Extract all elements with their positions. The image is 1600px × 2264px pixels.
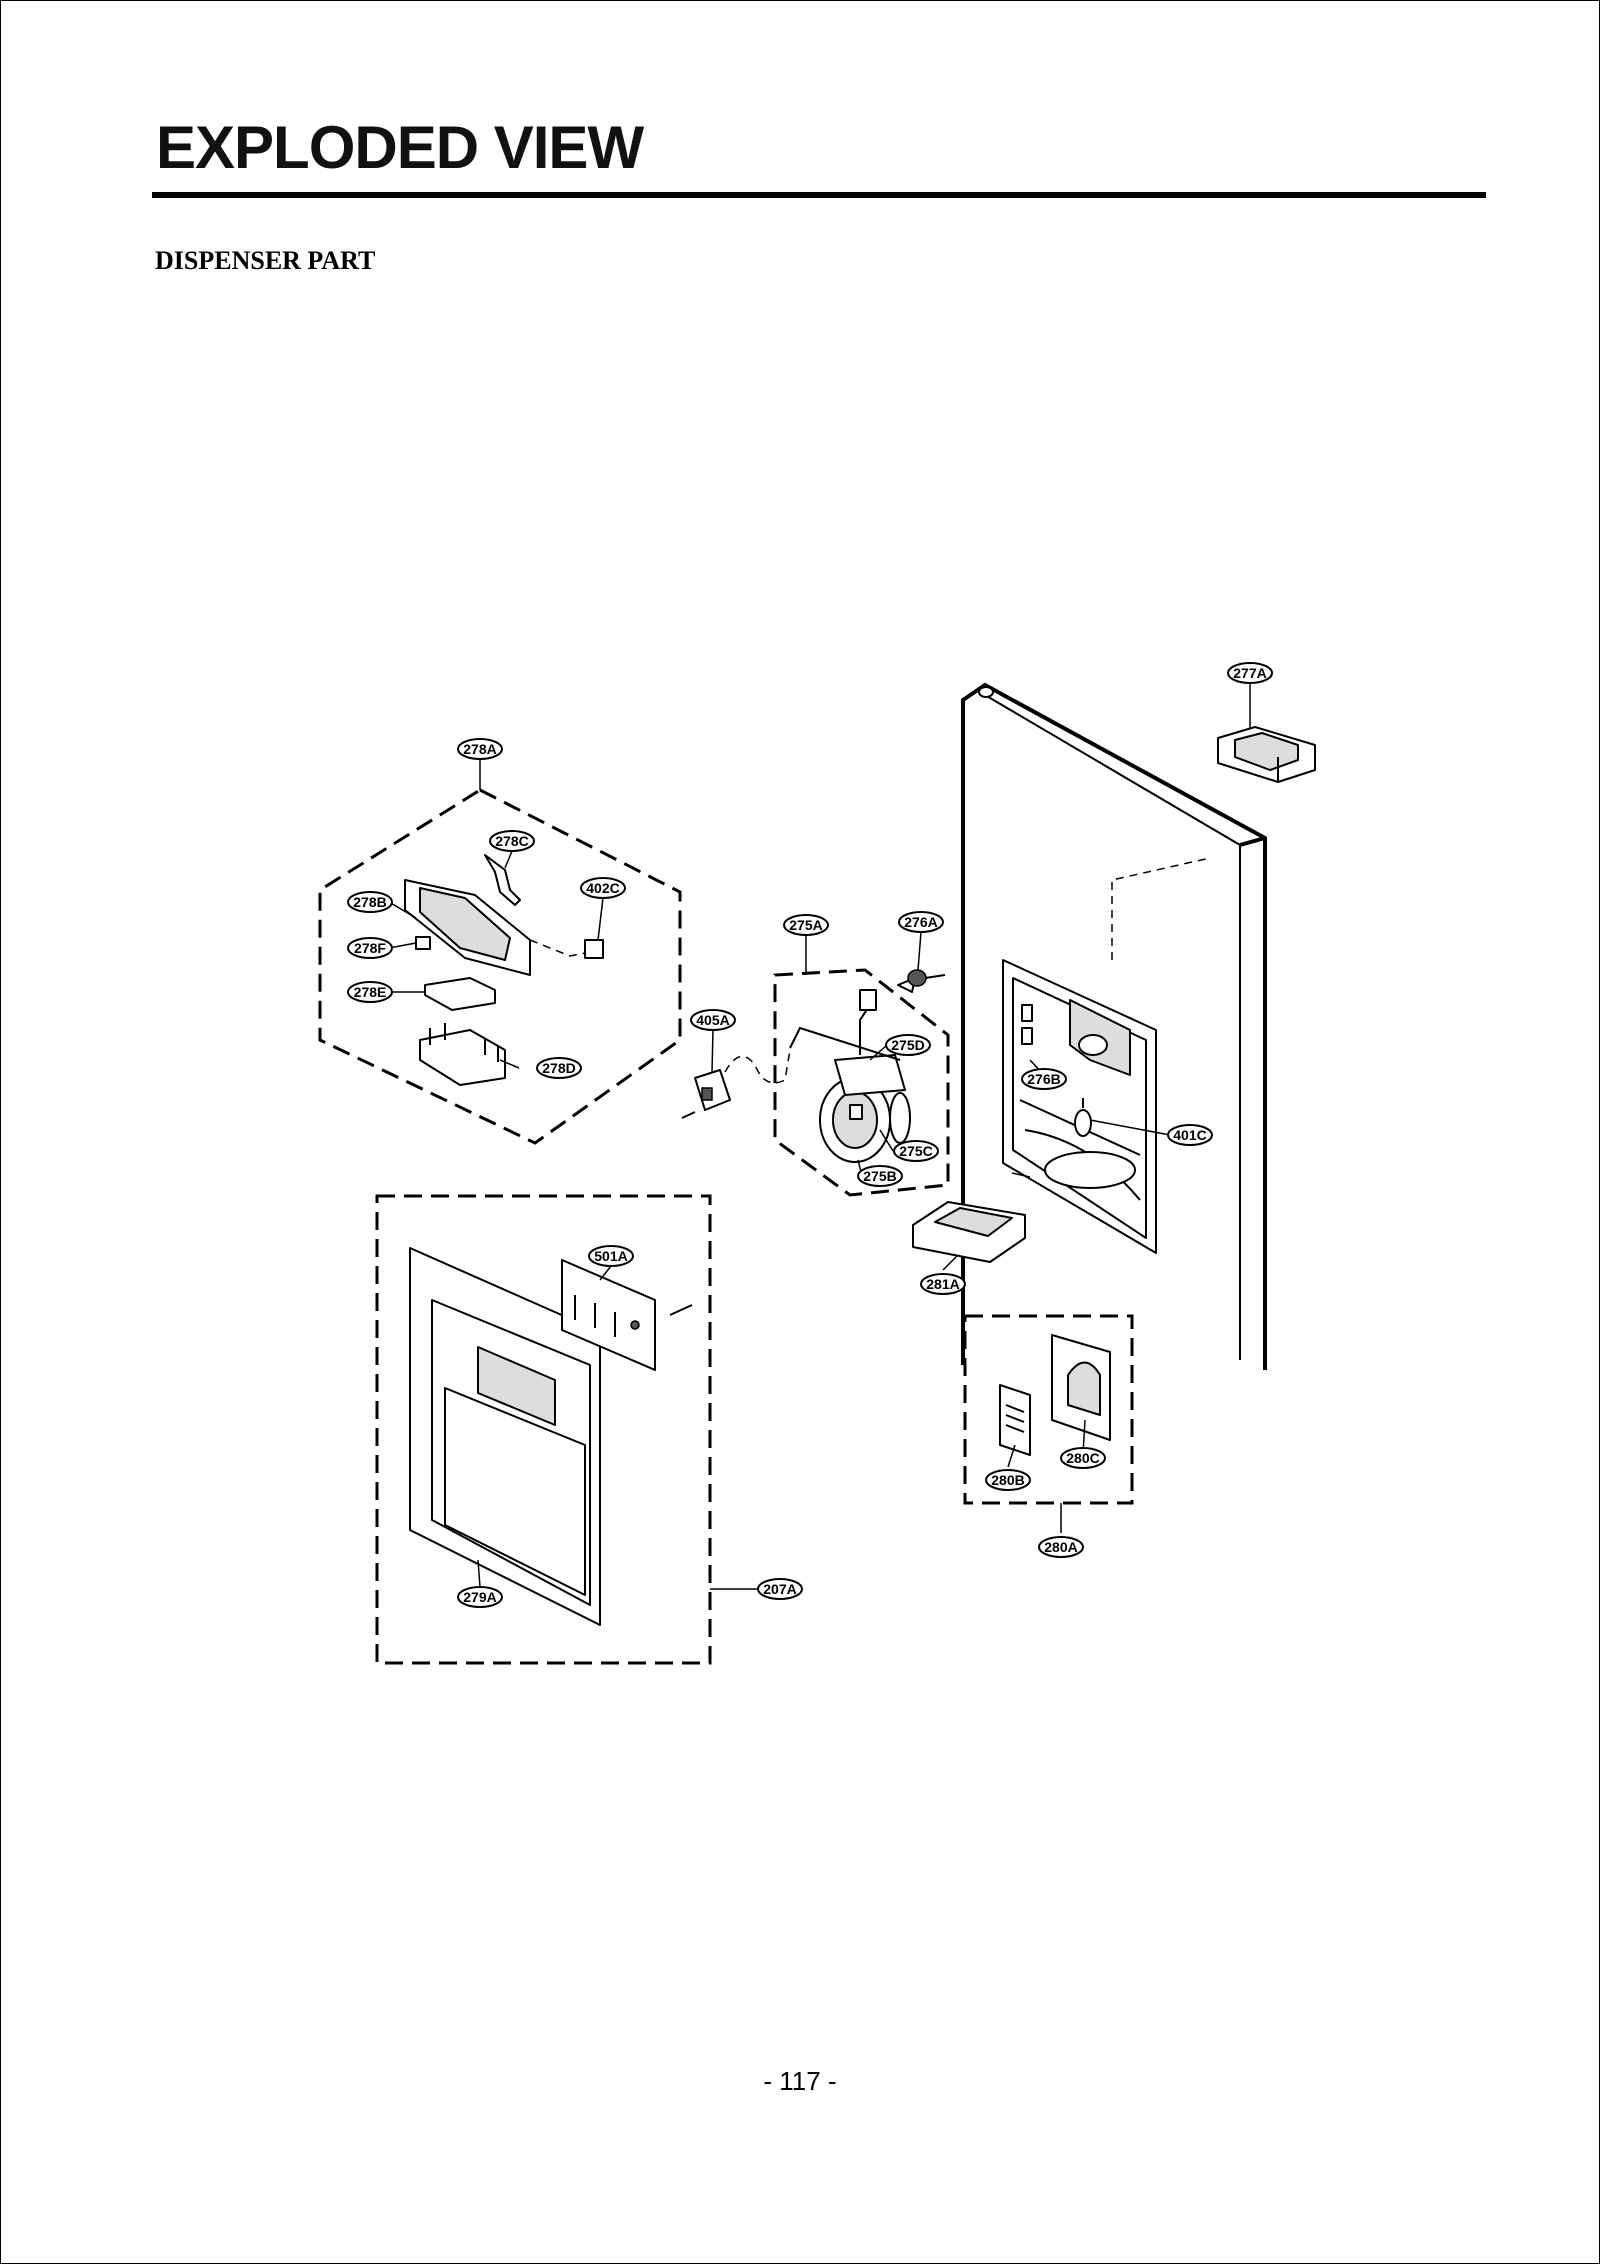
group-280A-frame [963, 1314, 1134, 1505]
part-label-280A: 280A [1038, 1536, 1084, 1558]
svg-text:280B: 280B [991, 1472, 1024, 1488]
lamp-part [1074, 1098, 1092, 1137]
part-label-276A: 276A [898, 911, 944, 933]
svg-text:275D: 275D [891, 1037, 924, 1053]
drip-tray-part [912, 1201, 1026, 1263]
part-label-278D: 278D [536, 1057, 582, 1079]
dispenser-lever-part [999, 1334, 1111, 1456]
part-label-280C: 280C [1060, 1447, 1106, 1469]
group-207A-frame [375, 1194, 712, 1665]
part-label-278F: 278F [347, 937, 393, 959]
section-subtitle: DISPENSER PART [155, 246, 376, 275]
page-title: EXPLODED VIEW [156, 114, 644, 181]
part-label-501A: 501A [588, 1245, 634, 1267]
part-label-401C: 401C [1167, 1124, 1213, 1146]
svg-text:402C: 402C [586, 880, 619, 896]
part-label-280B: 280B [985, 1469, 1031, 1491]
part-label-275B: 275B [857, 1165, 903, 1187]
door-panel [961, 682, 1267, 1370]
group-278A-frame [318, 788, 682, 1145]
svg-text:278B: 278B [353, 894, 386, 910]
svg-text:279A: 279A [463, 1589, 496, 1605]
svg-text:278C: 278C [495, 833, 528, 849]
part-label-278E: 278E [347, 981, 393, 1003]
part-label-281A: 281A [920, 1273, 966, 1295]
part-label-278C: 278C [489, 830, 535, 852]
ice-bucket-parts [404, 854, 604, 1086]
svg-text:275C: 275C [899, 1143, 932, 1159]
svg-text:281A: 281A [926, 1276, 959, 1292]
svg-text:276A: 276A [904, 914, 937, 930]
part-label-402C: 402C [580, 877, 626, 899]
part-label-278B: 278B [347, 891, 393, 913]
motor-assembly-parts [789, 989, 911, 1163]
part-label-276B: 276B [1021, 1068, 1067, 1090]
part-label-405A: 405A [690, 1009, 736, 1031]
svg-text:207A: 207A [763, 1581, 796, 1597]
svg-text:275A: 275A [789, 917, 822, 933]
svg-text:276B: 276B [1027, 1071, 1060, 1087]
svg-text:501A: 501A [594, 1248, 627, 1264]
part-label-275D: 275D [885, 1034, 931, 1056]
chute-cover-part [1217, 726, 1316, 783]
part-label-275A: 275A [783, 914, 829, 936]
svg-text:275B: 275B [863, 1168, 896, 1184]
svg-text:280C: 280C [1066, 1450, 1099, 1466]
svg-text:278E: 278E [354, 984, 387, 1000]
page-number: - 117 - [763, 2066, 837, 2096]
svg-text:277A: 277A [1233, 665, 1266, 681]
solenoid-part [681, 1049, 791, 1119]
spring-part [897, 969, 946, 993]
dispenser-cover-part [409, 1247, 601, 1626]
part-label-275C: 275C [893, 1140, 939, 1162]
part-label-279A: 279A [457, 1586, 503, 1608]
title-rule [152, 192, 1486, 198]
svg-text:278F: 278F [354, 940, 386, 956]
leader-lines [388, 683, 1251, 1590]
svg-text:401C: 401C [1173, 1127, 1206, 1143]
part-label-278A: 278A [457, 738, 503, 760]
svg-text:405A: 405A [696, 1012, 729, 1028]
pcb-part [561, 1259, 693, 1371]
part-label-207A: 207A [757, 1578, 803, 1600]
svg-text:278A: 278A [463, 741, 496, 757]
part-label-277A: 277A [1227, 662, 1273, 684]
svg-text:280A: 280A [1044, 1539, 1077, 1555]
svg-text:278D: 278D [542, 1060, 575, 1076]
dispenser-housing [1002, 959, 1157, 1254]
group-275A-frame [773, 968, 950, 1197]
